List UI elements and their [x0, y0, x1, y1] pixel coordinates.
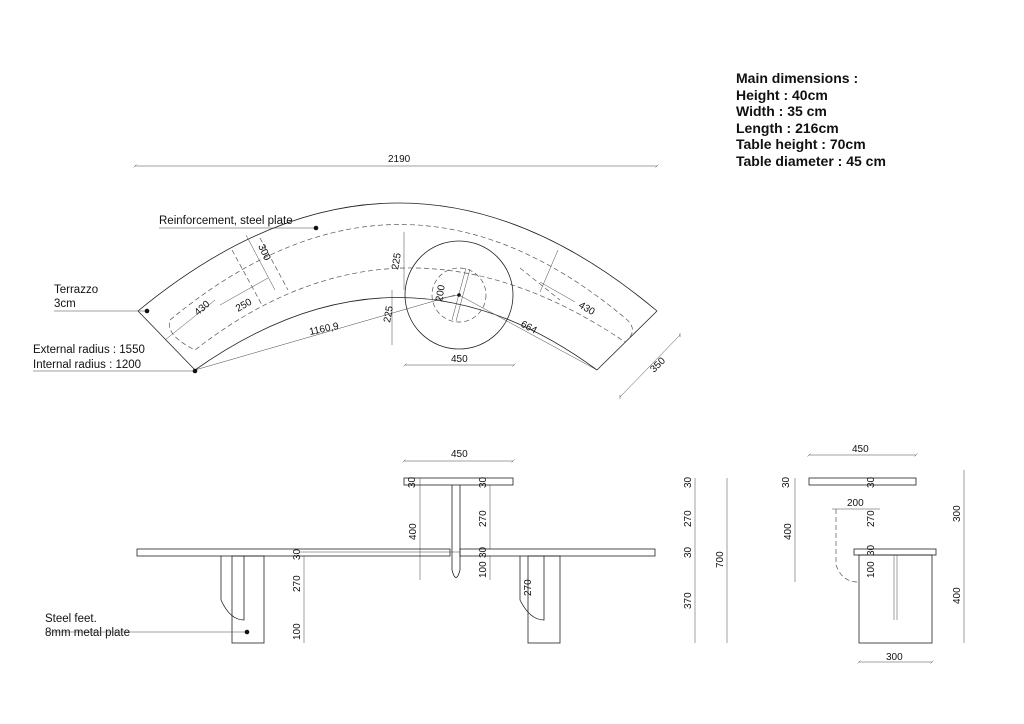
front-dim-450: 450 [451, 449, 468, 460]
table-foot-dashed [431, 267, 487, 323]
plate-line-right-a [519, 267, 561, 301]
front-v-270: 270 [683, 510, 694, 527]
dim-350: 350 [648, 355, 668, 375]
dim-2190: 2190 [388, 154, 411, 165]
side-dim-400: 400 [783, 523, 794, 540]
terrazzo-dot [144, 308, 150, 314]
depth-350-line [619, 332, 681, 400]
dim-430-right: 430 [577, 300, 597, 318]
spec-table-height: Table height : 70cm [736, 136, 866, 153]
front-dim-30-seat-left: 30 [292, 548, 303, 560]
dim-1160-9: 1160,9 [308, 321, 340, 338]
front-dim-30-top-left: 30 [407, 476, 418, 488]
table-dim-200-line [431, 294, 460, 301]
spec-length: Length : 216cm [736, 119, 839, 136]
front-elevation: 450 30 30 400 270 30 100 30 270 100 Stee… [45, 449, 728, 644]
table-plate-line-2 [455, 268, 471, 322]
front-v-30-mid: 30 [683, 546, 694, 558]
dim-225-top: 225 [390, 252, 404, 271]
seat-dashed-outline [168, 224, 633, 351]
side-dim-300-base: 300 [886, 652, 903, 663]
side-table-top [808, 477, 917, 486]
arm-664-line [458, 294, 598, 371]
front-leg-left-base [231, 555, 265, 644]
side-dim-270-stem: 270 [866, 510, 877, 527]
front-table-stem [451, 485, 461, 578]
front-seat-left [136, 548, 451, 557]
front-dim-270-left: 270 [292, 575, 303, 592]
dim-300: 300 [255, 243, 272, 263]
front-leg-right-base [527, 555, 561, 644]
spec-width: Width : 35 cm [736, 103, 827, 120]
label-terrazzo-2: 3cm [54, 298, 76, 310]
radius-dot [192, 368, 198, 374]
label-terrazzo-1: Terrazzo [54, 284, 98, 296]
plate-line-right-c [539, 281, 576, 303]
table-top-circle [404, 240, 514, 350]
front-dim-270-stem: 270 [478, 510, 489, 527]
side-dim-200: 200 [847, 498, 864, 509]
front-dim-30-top-right: 30 [478, 476, 489, 488]
reinforcement-dot [313, 225, 319, 231]
plate-line-left-c [219, 277, 269, 306]
side-leg-base [858, 554, 933, 644]
front-dim-100-left: 100 [292, 623, 303, 640]
bench-outer-edge [137, 202, 658, 312]
front-v-30-top: 30 [683, 476, 694, 488]
front-dim-100: 100 [478, 561, 489, 578]
plate-line-left-b [259, 237, 289, 291]
dim-225-bottom: 225 [382, 305, 396, 324]
side-table-arm [835, 509, 859, 583]
side-v-300: 300 [952, 505, 963, 522]
label-reinforcement: Reinforcement, steel plate [159, 215, 293, 227]
plate-line-right-b [539, 249, 559, 293]
side-dim-30-seat: 30 [866, 544, 877, 556]
label-feet-1: Steel feet. [45, 613, 97, 625]
main-dimensions-block: Main dimensions : Height : 40cm Width : … [736, 70, 886, 170]
dim-450-table: 450 [451, 354, 468, 365]
side-dim-100-leg: 100 [866, 561, 877, 578]
front-seat-right [459, 548, 656, 557]
side-elevation: 450 30 30 200 270 400 30 100 300 400 300 [781, 444, 965, 664]
plate-dim-300 [245, 234, 276, 291]
front-table-top [403, 477, 514, 486]
front-dim-270-right: 270 [523, 579, 534, 596]
side-dim-450: 450 [852, 444, 869, 455]
spec-heading: Main dimensions : [736, 70, 859, 86]
plate-line-left-a [231, 249, 263, 306]
dim-200-table: 200 [434, 284, 448, 303]
chord-line [194, 294, 456, 371]
front-v-700: 700 [715, 551, 726, 568]
front-leg-left-plate [220, 556, 245, 621]
label-feet-2: 8mm metal plate [45, 627, 130, 639]
label-external-radius: External radius : 1550 [33, 344, 145, 356]
plan-view: 2190 300 430 250 1160,9 Reinforcement, s… [33, 154, 681, 400]
front-dim-400: 400 [408, 523, 419, 540]
bench-left-end [137, 310, 196, 371]
front-leg-right-plate [519, 556, 545, 621]
label-internal-radius: Internal radius : 1200 [33, 359, 141, 371]
feet-dot [244, 629, 250, 635]
side-v-400: 400 [952, 587, 963, 604]
front-dim-30-seat-right: 30 [478, 546, 489, 558]
seat-dim-430-left [164, 299, 216, 341]
spec-height: Height : 40cm [736, 86, 828, 103]
side-dim-30-top-left: 30 [781, 476, 792, 488]
side-dim-30-top-right: 30 [866, 476, 877, 488]
bench-inner-edge [194, 297, 598, 371]
front-v-370: 370 [683, 592, 694, 609]
dim-664: 664 [519, 319, 539, 337]
spec-table-diameter: Table diameter : 45 cm [736, 152, 886, 169]
